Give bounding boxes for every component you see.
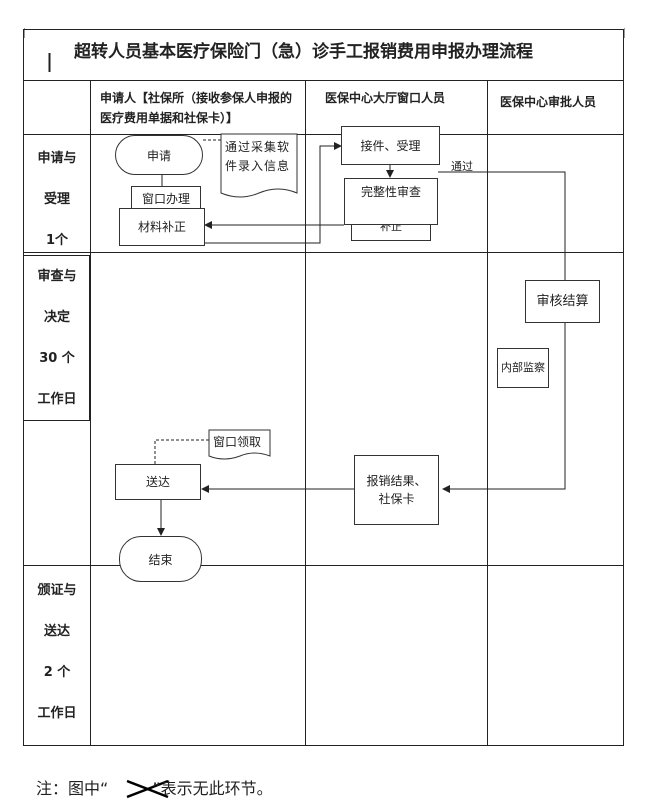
stage-review-line1: 审查与	[37, 269, 77, 284]
stage-accept-line3: 1个	[45, 233, 69, 248]
stage-issue-line3: 2 个	[43, 665, 71, 680]
corner-mark	[624, 28, 625, 38]
node-apply: 申请	[115, 135, 203, 175]
edge-supplement-receive	[203, 142, 342, 244]
node-end: 结束	[119, 536, 202, 582]
page-title: 超转人员基本医疗保险门（急）诊手工报销费用申报办理流程	[74, 42, 533, 62]
corner-mark	[24, 28, 25, 38]
lane-header-applicant: 申请人【社保所（接收参保人申报的医疗费用单据和社保卡）】	[100, 91, 293, 125]
node-collect-note: 通过采集软件录入信息	[225, 140, 291, 173]
stage-review: 审查与 决定 30 个 工作日	[24, 256, 90, 420]
node-window-pickup: 窗口领取	[213, 435, 262, 449]
stage-box-review	[23, 255, 90, 421]
node-audit: 审核结算	[525, 280, 600, 323]
stage-issue: 颁证与 送达 2 个 工作日	[24, 570, 90, 734]
edge-label-pass: 通过	[451, 160, 473, 173]
stage-review-line3: 30 个	[39, 351, 75, 366]
lane-header-window: 医保中心大厅窗口人员	[325, 91, 446, 105]
footnote-suffix: ”表示无此环节。	[152, 779, 273, 798]
edge-deliver-pickup	[154, 439, 209, 464]
stage-review-line4: 工作日	[37, 392, 77, 407]
stage-accept-line1: 申请与	[37, 151, 77, 166]
stage-accept: 申请与 受理 1个	[24, 138, 90, 261]
lane-header-approver: 医保中心审批人员	[500, 95, 597, 109]
window-pickup-shape	[208, 429, 271, 460]
collect-note-shape	[220, 133, 298, 198]
stage-issue-line4: 工作日	[37, 706, 77, 721]
node-completeness: 完整性审查	[344, 178, 438, 225]
stage-issue-line1: 颁证与	[37, 583, 77, 598]
footnote-prefix: 注：图中“	[36, 779, 109, 798]
node-internal: 内部监察	[497, 348, 549, 388]
node-result: 报销结果、社保卡	[354, 455, 439, 525]
cross-mark-icon	[126, 779, 169, 799]
footnote: 注：图中“ ”表示无此环节。	[36, 778, 273, 800]
stage-issue-line2: 送达	[43, 624, 70, 639]
node-deliver: 送达	[115, 464, 201, 500]
edge-pass	[438, 171, 566, 493]
stage-accept-line2: 受理	[43, 192, 70, 207]
node-receive: 接件、受理	[341, 126, 440, 165]
stage-review-line2: 决定	[43, 310, 70, 325]
node-supplement: 材料补正	[119, 208, 205, 246]
